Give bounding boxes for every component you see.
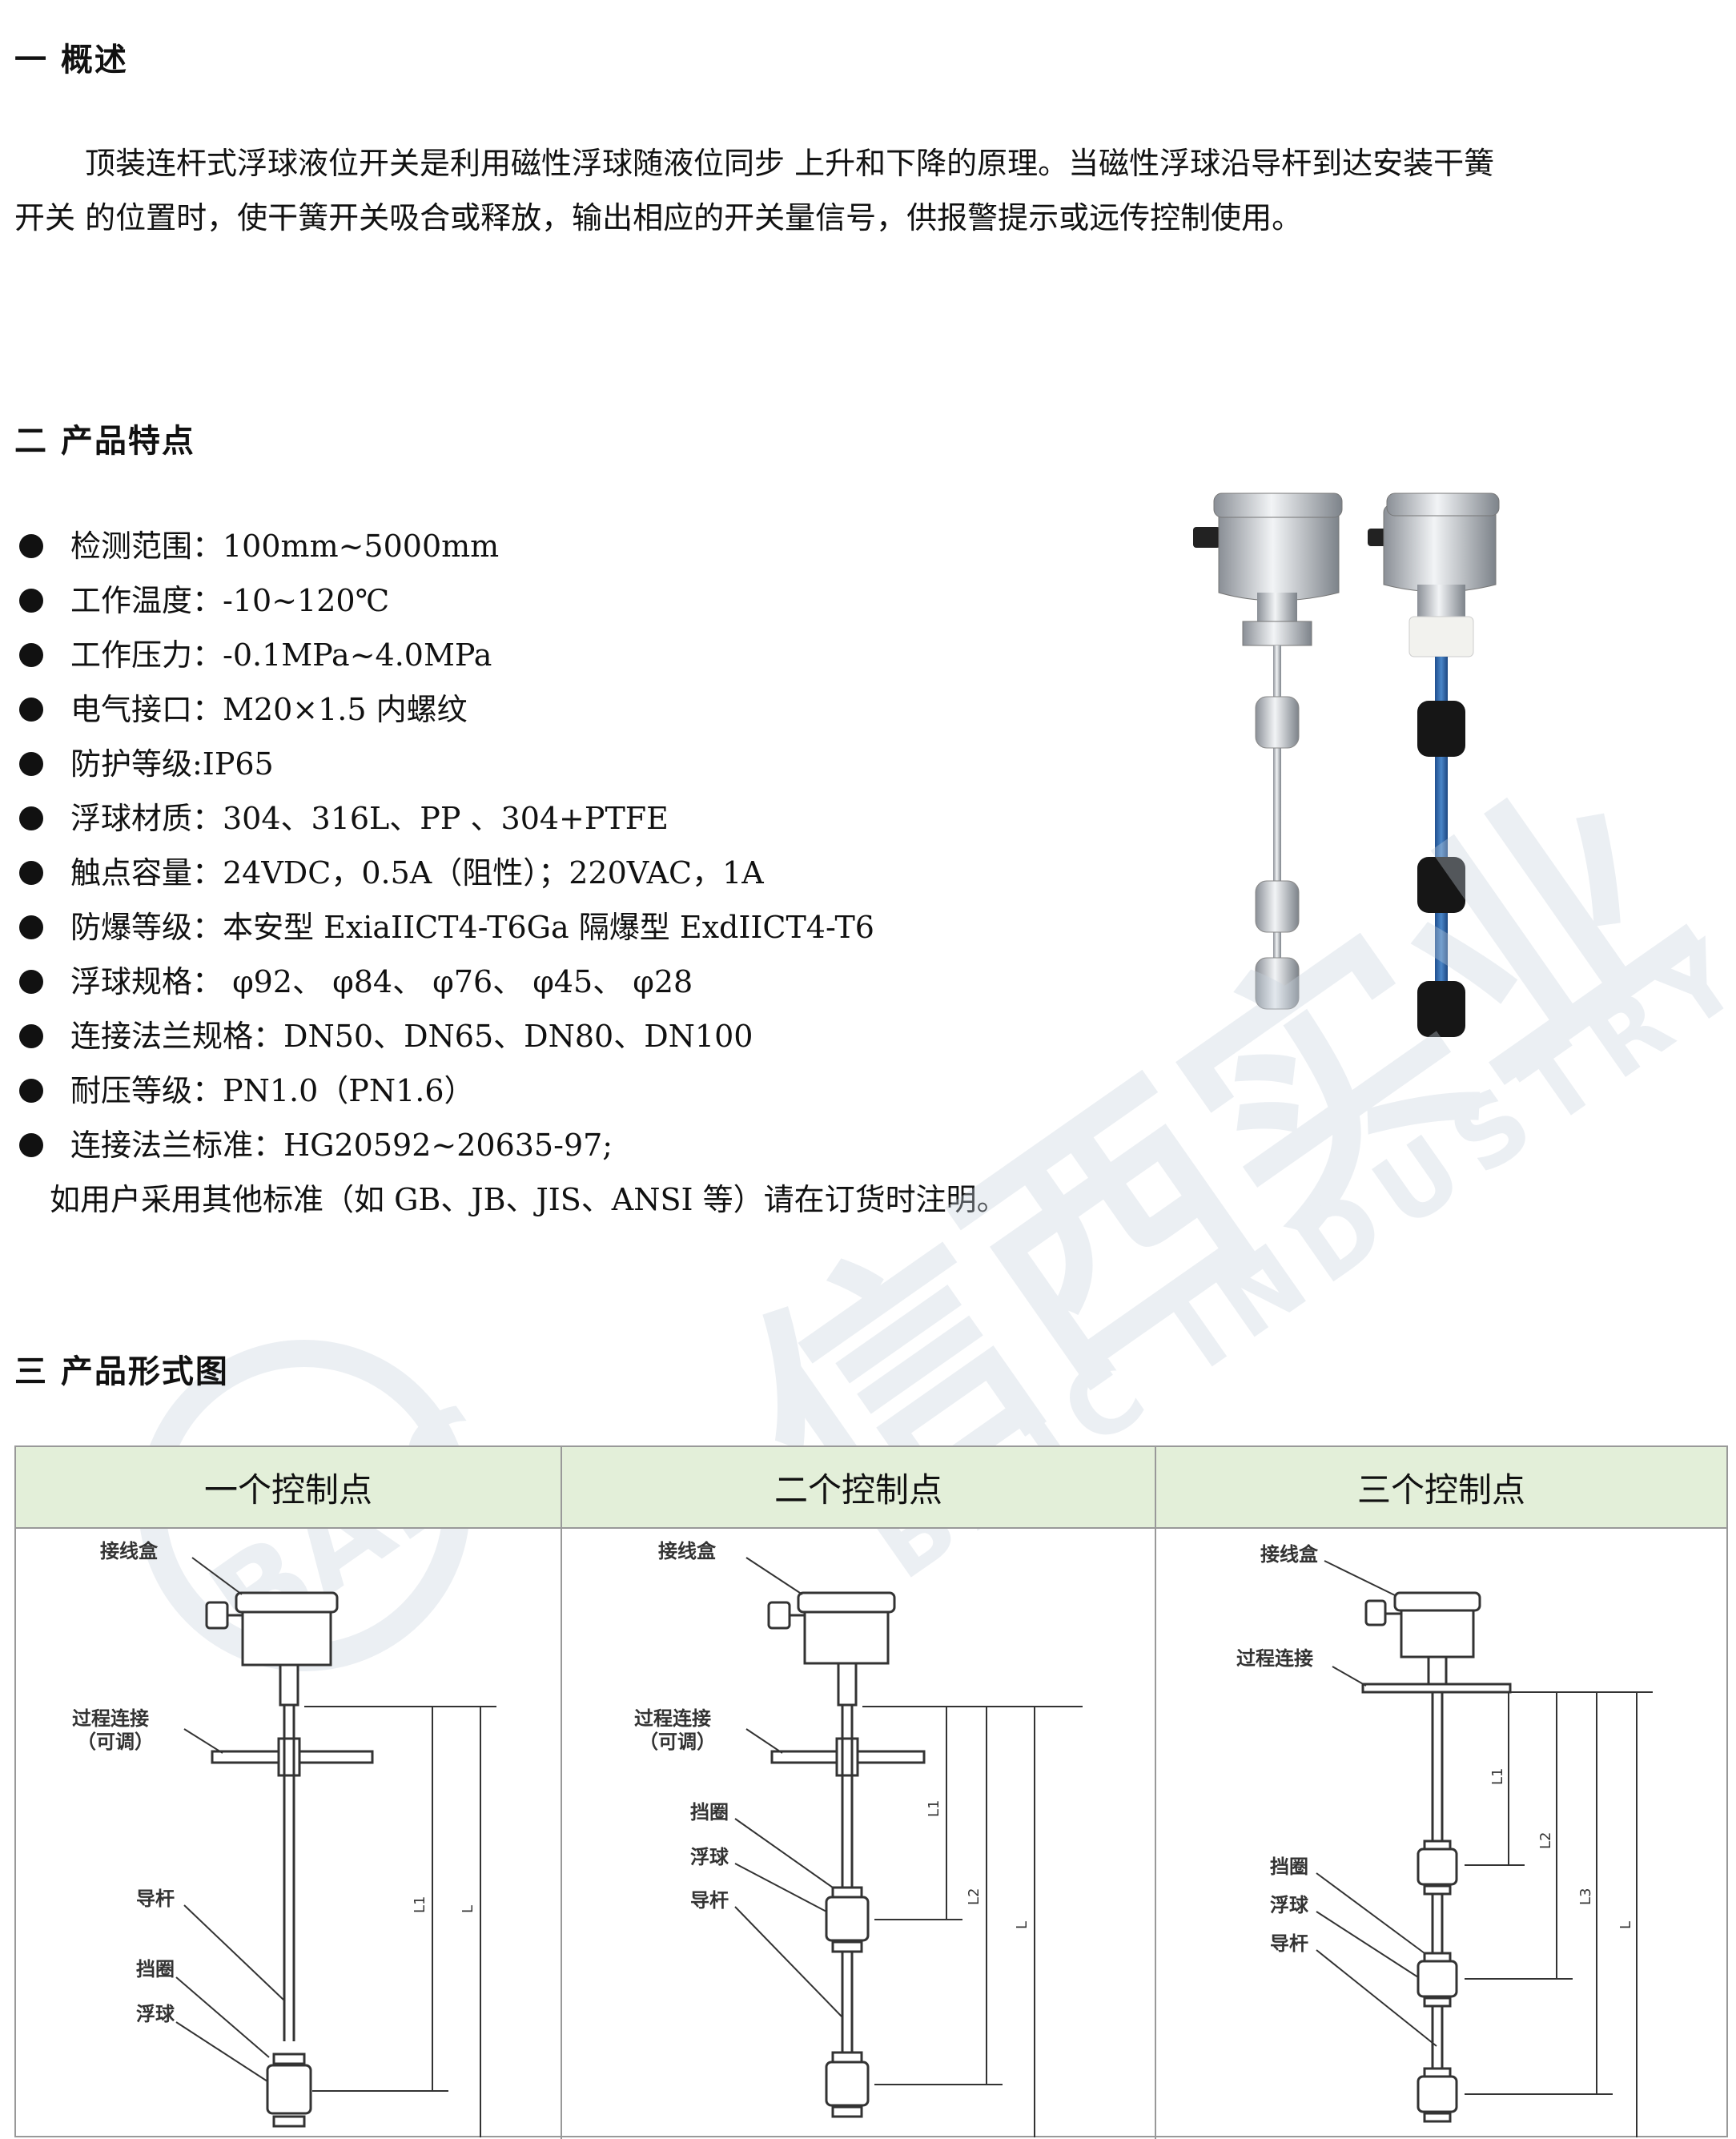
feature-item: 浮球材质：304、316L、PP 、304+PTFE [14, 791, 1055, 846]
dim-l: L [460, 1905, 476, 1913]
label-guide-rod: 导杆 [690, 1889, 729, 1912]
overview-line-2: 开关 的位置时，使干簧开关吸合或释放，输出相应的开关量信号，供报警提示或远传控制… [14, 200, 1303, 235]
label-guide-rod: 导杆 [136, 1888, 175, 1910]
diagram-one-point: 接线盒 过程连接 （可调） 导杆 挡圈 浮球 L1 L [72, 1540, 496, 2137]
features-list: 检测范围：100mm~5000mm 工作温度：-10~120℃ 工作压力：-0.… [14, 519, 1055, 1227]
col-header-2: 二个控制点 [562, 1447, 1156, 1527]
overview-line-1: 顶装连杆式浮球液位开关是利用磁性浮球随液位同步 上升和下降的原理。当磁性浮球沿导… [85, 146, 1495, 181]
dim-l: L [1617, 1921, 1634, 1929]
label-float-ball: 浮球 [690, 1846, 729, 1868]
label-stop-ring: 挡圈 [1270, 1856, 1308, 1878]
feature-note: 如用户采用其他标准（如 GB、JB、JIS、ANSI 等）请在订货时注明。 [50, 1182, 1007, 1217]
feature-item: 工作温度：-10~120℃ [14, 573, 1055, 628]
label-float-ball: 浮球 [1270, 1894, 1309, 1916]
overview-paragraph: 顶装连杆式浮球液位开关是利用磁性浮球随液位同步 上升和下降的原理。当磁性浮球沿导… [14, 136, 1720, 245]
bullet-icon [19, 806, 43, 830]
label-adjustable: （可调） [77, 1731, 154, 1753]
label-guide-rod: 导杆 [1270, 1932, 1308, 1955]
overview-heading: 一 概述 [14, 42, 128, 78]
dim-l: L [1014, 1921, 1031, 1929]
diagram-three-points: 接线盒 过程连接 挡圈 浮球 导杆 L1 L2 L3 L [1236, 1543, 1653, 2137]
label-stop-ring: 挡圈 [136, 1958, 175, 1980]
feature-item: 工作压力：-0.1MPa~4.0MPa [14, 628, 1055, 682]
bullet-icon [19, 970, 43, 994]
dim-l3: L3 [1577, 1888, 1594, 1905]
label-junction-box: 接线盒 [100, 1540, 159, 1562]
forms-heading: 三 产品形式图 [14, 1353, 229, 1390]
bullet-icon [19, 534, 43, 558]
label-process-conn: 过程连接 [634, 1707, 711, 1730]
dim-l2: L2 [1537, 1832, 1554, 1849]
dim-l1: L1 [1489, 1768, 1506, 1785]
forms-table: 一个控制点 二个控制点 三个控制点 [14, 1445, 1728, 2139]
bullet-icon [19, 1079, 43, 1103]
feature-item: 触点容量：24VDC，0.5A（阻性）；220VAC，1A [14, 846, 1055, 900]
stainless-switch-image [1193, 493, 1343, 1010]
bullet-icon [19, 643, 43, 667]
feature-item: 防护等级:IP65 [14, 737, 1055, 791]
diagram-two-points: 接线盒 过程连接 （可调） 挡圈 浮球 导杆 L1 L2 L [634, 1540, 1083, 2137]
bullet-icon [19, 698, 43, 722]
dim-l1: L1 [926, 1800, 942, 1817]
label-adjustable: （可调） [639, 1731, 716, 1753]
ptfe-switch-image [1368, 493, 1500, 1037]
label-stop-ring: 挡圈 [690, 1801, 729, 1823]
label-process-conn: 过程连接 [1236, 1647, 1313, 1670]
bullet-icon [19, 915, 43, 939]
diagram-cell-3: 接线盒 过程连接 挡圈 浮球 导杆 L1 L2 L3 L [1156, 1529, 1726, 2139]
forms-table-header: 一个控制点 二个控制点 三个控制点 [16, 1447, 1726, 1529]
col-header-3: 三个控制点 [1356, 1470, 1525, 1510]
bullet-icon [19, 752, 43, 776]
label-float-ball: 浮球 [136, 2003, 175, 2025]
bullet-icon [19, 1024, 43, 1048]
label-junction-box: 接线盒 [1260, 1543, 1319, 1566]
product-photo [1193, 493, 1500, 1037]
diagram-cell-1: 接线盒 过程连接 （可调） 导杆 挡圈 浮球 L1 L [16, 1529, 562, 2139]
col-header-1: 一个控制点 [16, 1447, 562, 1527]
bullet-icon [19, 861, 43, 885]
feature-item: 连接法兰规格：DN50、DN65、DN80、DN100 [14, 1009, 1055, 1063]
feature-item: 检测范围：100mm~5000mm [14, 519, 1055, 573]
label-process-conn: 过程连接 [72, 1707, 149, 1730]
feature-item: 耐压等级：PN1.0（PN1.6） [14, 1063, 1055, 1118]
diagram-cell-2: 接线盒 过程连接 （可调） 挡圈 浮球 导杆 L1 L2 L [562, 1529, 1156, 2139]
bullet-icon [19, 589, 43, 613]
feature-item: 电气接口：M20×1.5 内螺纹 [14, 682, 1055, 737]
dim-l1: L1 [412, 1896, 428, 1913]
dim-l2: L2 [966, 1888, 983, 1905]
bullet-icon [19, 1133, 43, 1157]
forms-table-body: 接线盒 过程连接 （可调） 导杆 挡圈 浮球 L1 L [16, 1529, 1726, 2139]
feature-item: 连接法兰标准：HG20592~20635-97; [14, 1118, 1055, 1172]
features-heading: 二 产品特点 [14, 423, 195, 460]
feature-item: 浮球规格： φ92、 φ84、 φ76、 φ45、 φ28 [14, 955, 1055, 1009]
feature-item: 防爆等级：本安型 ExiaIICT4-T6Ga 隔爆型 ExdIICT4-T6 [14, 900, 1055, 955]
label-junction-box: 接线盒 [658, 1540, 717, 1562]
